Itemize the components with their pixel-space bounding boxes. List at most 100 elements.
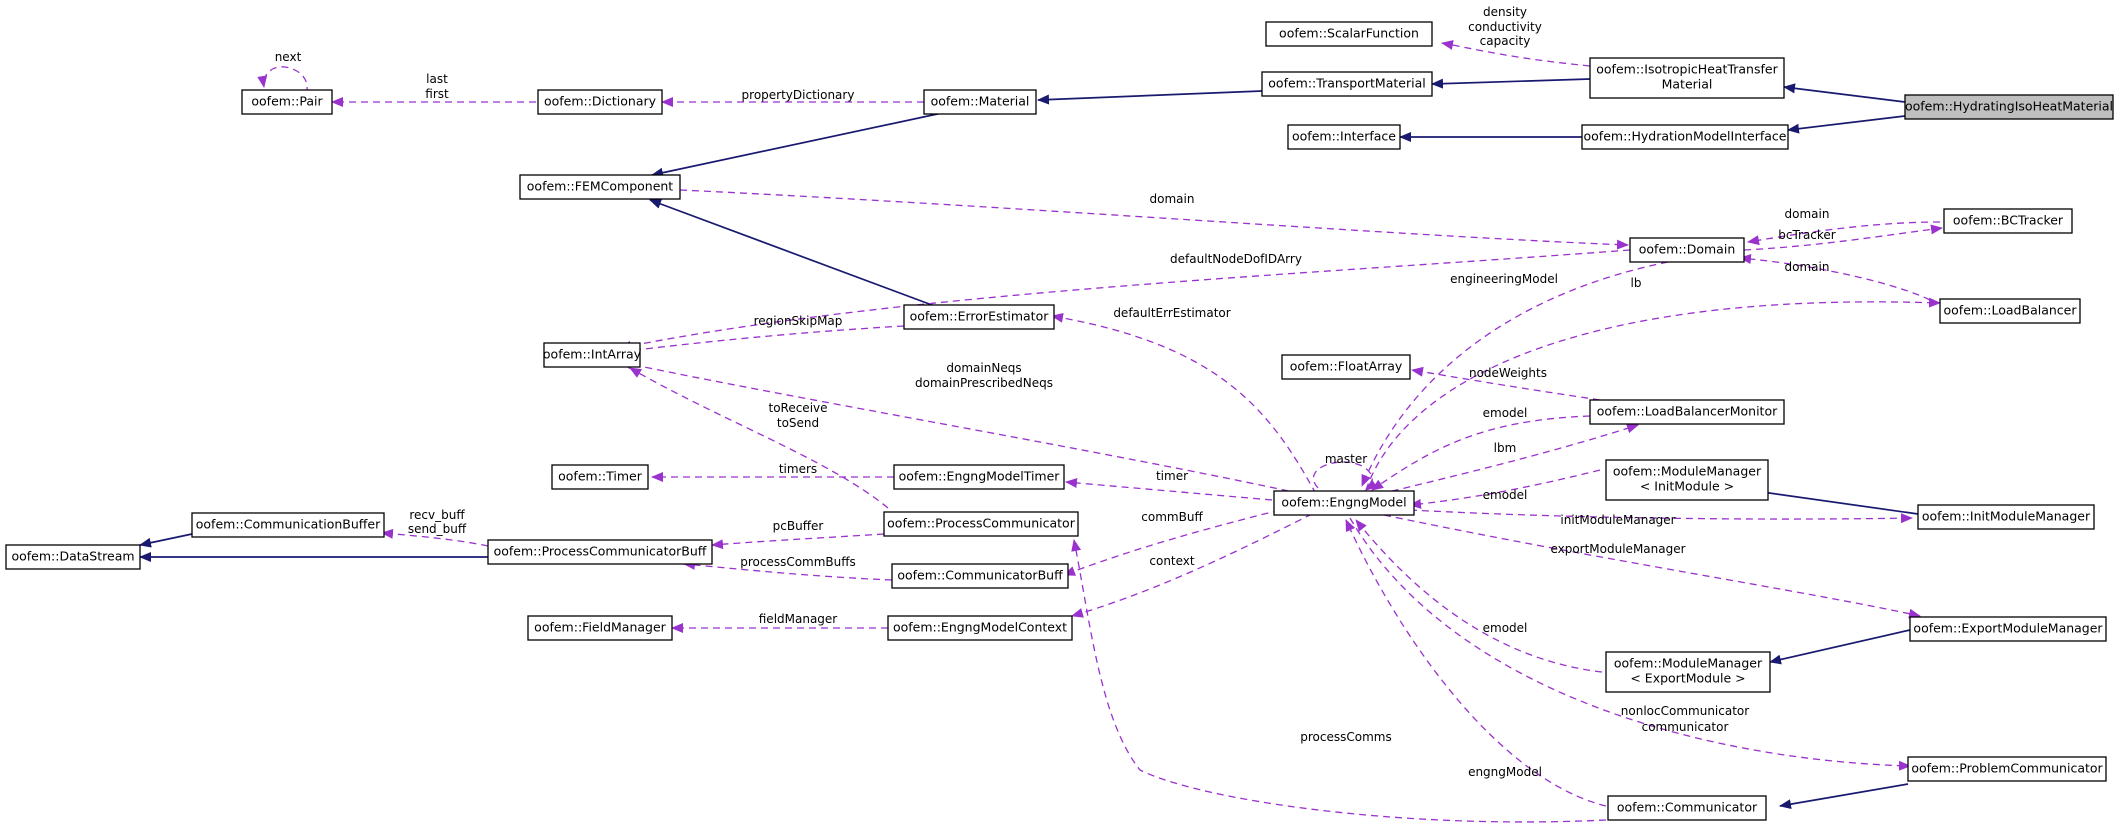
edge-engng-lbm	[1379, 423, 1639, 495]
node-hydrating-iso-heat-material[interactable]: oofem::HydratingIsoHeatMaterial	[1904, 94, 2114, 120]
edge-exportmodmgr-modmgrexport	[1769, 629, 1911, 665]
edge-label-first: first	[425, 87, 449, 101]
node-label: oofem::ProcessCommunicatorBuff	[494, 544, 707, 559]
node-process-communicator[interactable]: oofem::ProcessCommunicator	[883, 511, 1079, 537]
edge-communicator-engng	[1345, 519, 1607, 807]
node-label: oofem::Domain	[1639, 242, 1736, 257]
edge-label-capacity: capacity	[1480, 34, 1531, 48]
node-label: oofem::ModuleManager	[1614, 656, 1763, 671]
edge-label-defaultNodeDofIDArry: defaultNodeDofIDArry	[1170, 252, 1302, 266]
edge-label-propertyDictionary: propertyDictionary	[742, 88, 855, 102]
edge-label-master: master	[1325, 452, 1367, 466]
edge-engng-self-master	[1312, 461, 1378, 491]
edge-label-nonlocCommunicator: nonlocCommunicator	[1621, 704, 1749, 718]
node-error-estimator[interactable]: oofem::ErrorEstimator	[903, 304, 1055, 330]
node-fem-component[interactable]: oofem::FEMComponent	[519, 174, 681, 200]
edge-label-engngModel: engngModel	[1468, 765, 1542, 779]
node-domain[interactable]: oofem::Domain	[1629, 237, 1745, 263]
node-data-stream[interactable]: oofem::DataStream	[5, 544, 141, 570]
node-load-balancer[interactable]: oofem::LoadBalancer	[1939, 298, 2081, 324]
edge-problemcomm-communicator	[1779, 783, 1909, 810]
node-label: < ExportModule >	[1630, 671, 1745, 686]
node-label: oofem::ScalarFunction	[1279, 26, 1419, 41]
edge-label-processComms: processComms	[1300, 730, 1391, 744]
edge-engng-exportmodmgr	[1383, 514, 1921, 619]
node-field-manager[interactable]: oofem::FieldManager	[527, 615, 673, 641]
node-communicator-buff[interactable]: oofem::CommunicatorBuff	[891, 563, 1069, 589]
node-material[interactable]: oofem::Material	[923, 89, 1037, 115]
node-process-communicator-buff[interactable]: oofem::ProcessCommunicatorBuff	[487, 539, 713, 565]
edge-label-emodel-lbm: emodel	[1483, 406, 1528, 420]
node-isotropic-heat-transfer-material[interactable]: oofem::IsotropicHeatTransfer Material	[1589, 57, 1785, 99]
node-label: oofem::TransportMaterial	[1268, 76, 1425, 91]
node-bc-tracker[interactable]: oofem::BCTracker	[1943, 208, 2073, 234]
node-module-manager-export[interactable]: oofem::ModuleManager < ExportModule >	[1605, 651, 1771, 693]
edge-procomm-intarray	[629, 367, 889, 509]
edge-engng-intarray	[619, 359, 1313, 497]
node-engng-model-timer[interactable]: oofem::EngngModelTimer	[893, 464, 1065, 490]
node-hydration-model-interface[interactable]: oofem::HydrationModelInterface	[1581, 124, 1789, 150]
edge-lbm-engng	[1371, 415, 1591, 491]
node-problem-communicator[interactable]: oofem::ProblemCommunicator	[1907, 756, 2107, 782]
edge-errest-intarray	[619, 325, 905, 356]
edge-label-density: density	[1483, 5, 1527, 19]
edge-engng-emcontext	[1071, 513, 1313, 618]
node-label: oofem::ModuleManager	[1613, 464, 1762, 479]
node-pair[interactable]: oofem::Pair	[241, 89, 333, 115]
edge-label-engineeringModel: engineeringModel	[1450, 272, 1558, 286]
edge-label-domainPrescribedNeqs: domainPrescribedNeqs	[915, 376, 1053, 390]
node-label: oofem::LoadBalancer	[1944, 303, 2078, 318]
node-dictionary[interactable]: oofem::Dictionary	[537, 89, 663, 115]
node-label: oofem::Communicator	[1617, 800, 1758, 815]
node-label: oofem::DataStream	[11, 549, 134, 564]
node-label: oofem::InitModuleManager	[1922, 509, 2091, 524]
edge-commbuffer-datastream	[139, 533, 193, 548]
edge-procomm-pcbuff	[711, 533, 885, 550]
node-communication-buffer[interactable]: oofem::CommunicationBuffer	[191, 512, 385, 538]
edge-label-bcTracker: bcTracker	[1778, 228, 1836, 242]
edge-label-send_buff: send_buff	[408, 522, 467, 536]
edge-labels: density conductivity capacity next last …	[275, 5, 1836, 779]
node-engng-model-context[interactable]: oofem::EngngModelContext	[887, 615, 1073, 641]
edge-label-exportModuleManager: exportModuleManager	[1550, 542, 1685, 556]
edge-label-context: context	[1149, 554, 1195, 568]
node-label: oofem::CommunicationBuffer	[196, 517, 381, 532]
edge-label-regionSkipMap: regionSkipMap	[754, 314, 843, 328]
edge-engng-domain	[1361, 261, 1669, 487]
node-label: oofem::EngngModel	[1281, 495, 1406, 510]
edge-label-pcBuffer: pcBuffer	[773, 519, 824, 533]
node-load-balancer-monitor[interactable]: oofem::LoadBalancerMonitor	[1589, 399, 1785, 425]
node-transport-material[interactable]: oofem::TransportMaterial	[1261, 71, 1433, 97]
edge-engng-initmodmgr	[1409, 509, 1913, 524]
edge-label-timer: timer	[1156, 469, 1188, 483]
node-label: oofem::ExportModuleManager	[1913, 621, 2103, 636]
node-engng-model[interactable]: oofem::EngngModel	[1273, 490, 1415, 516]
node-label: oofem::EngngModelContext	[893, 620, 1067, 635]
edge-label-last: last	[426, 72, 448, 86]
edge-label-lbm: lbm	[1494, 441, 1517, 455]
edge-isoheat-scalarfn	[1441, 40, 1591, 67]
node-init-module-manager[interactable]: oofem::InitModuleManager	[1917, 504, 2095, 530]
node-timer[interactable]: oofem::Timer	[551, 464, 649, 490]
edge-engng-commbuff	[1063, 509, 1281, 576]
node-export-module-manager[interactable]: oofem::ExportModuleManager	[1909, 616, 2107, 642]
edge-label-commBuff: commBuff	[1141, 510, 1203, 524]
node-label: oofem::Dictionary	[544, 94, 657, 109]
node-label: oofem::FEMComponent	[527, 179, 674, 194]
edge-label-defaultErrEstimator: defaultErrEstimator	[1113, 306, 1230, 320]
node-label: oofem::HydrationModelInterface	[1584, 129, 1787, 144]
edge-transport-material	[1037, 90, 1263, 105]
edge-domain-intarray	[619, 249, 1631, 351]
node-float-array[interactable]: oofem::FloatArray	[1281, 354, 1411, 380]
node-int-array[interactable]: oofem::IntArray	[543, 342, 642, 368]
node-label: oofem::FloatArray	[1290, 359, 1403, 374]
node-module-manager-init[interactable]: oofem::ModuleManager < InitModule >	[1605, 459, 1769, 501]
inheritance-edges	[139, 78, 1919, 810]
node-label: oofem::ProblemCommunicator	[1911, 761, 2103, 776]
node-scalar-function[interactable]: oofem::ScalarFunction	[1265, 21, 1433, 47]
node-communicator[interactable]: oofem::Communicator	[1607, 795, 1767, 821]
node-label: oofem::BCTracker	[1953, 213, 2064, 228]
node-interface[interactable]: oofem::Interface	[1287, 124, 1401, 150]
edge-femcomp-domain	[679, 189, 1629, 250]
